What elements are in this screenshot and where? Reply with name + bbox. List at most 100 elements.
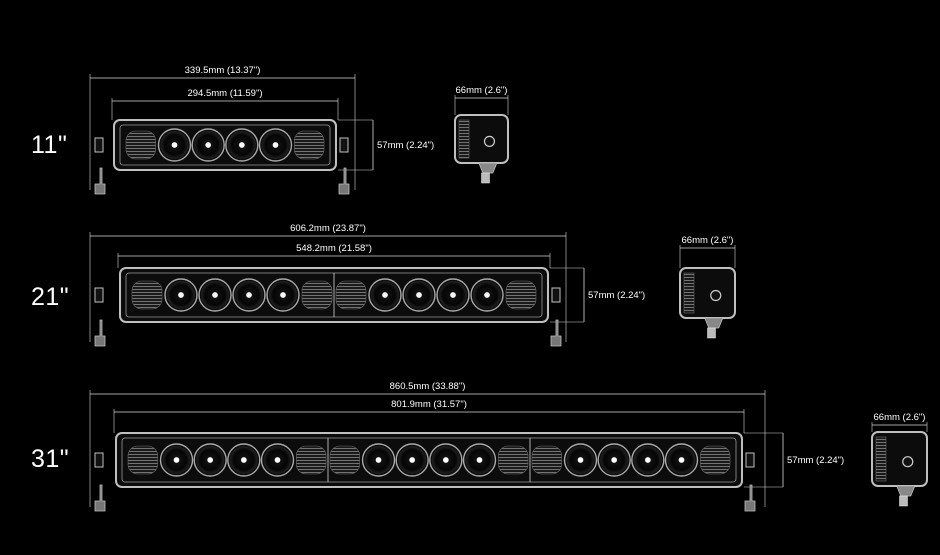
light-bar-row-3: 860.5mm (33.88")801.9mm (31.57")57mm (2.… <box>89 381 928 512</box>
overall-length-label: 606.2mm (23.87") <box>290 223 366 234</box>
led-lens <box>473 281 501 309</box>
mount-bracket-right <box>338 167 350 195</box>
lens-ring <box>563 443 598 477</box>
reflector-panel <box>127 445 158 475</box>
led-lens <box>405 281 433 309</box>
led-lens <box>633 446 662 474</box>
led-lens <box>398 446 427 474</box>
lens-ring <box>266 278 300 312</box>
side-view-mount-bolt <box>481 172 490 184</box>
lens-ring <box>164 278 198 312</box>
lens-ring <box>198 278 232 312</box>
lens-ring <box>193 443 227 477</box>
led-lens <box>229 446 258 474</box>
side-view-bolt <box>902 456 914 468</box>
led-lens <box>667 446 696 474</box>
lens-ring <box>402 278 436 312</box>
reflector-panel <box>531 445 562 475</box>
mount-bracket-left <box>94 484 106 512</box>
lens-ring <box>232 278 266 312</box>
reflector-panel <box>296 445 327 475</box>
size-label-11: 11" <box>31 131 68 159</box>
mount-bracket-left <box>94 167 106 195</box>
size-label-21: 21" <box>31 283 70 311</box>
reflector-panel <box>125 130 156 160</box>
led-lens <box>371 281 399 309</box>
depth-label: 66mm (2.6") <box>682 235 734 246</box>
side-view-mount <box>704 317 724 329</box>
led-lens <box>600 446 629 474</box>
led-lens <box>201 281 229 309</box>
light-bar-housing <box>115 432 743 488</box>
mount-bracket-left <box>94 319 106 347</box>
light-bar-row-1: 339.5mm (13.37")294.5mm (11.59")57mm (2.… <box>89 65 509 195</box>
side-view-fins <box>683 272 695 314</box>
end-cap-left <box>94 452 104 468</box>
end-cap-left <box>94 287 104 303</box>
side-view-mount <box>896 485 916 497</box>
lens-ring <box>157 128 192 162</box>
light-bar-lens-frame <box>121 437 737 483</box>
lens-ring <box>395 443 429 477</box>
reflector-panel <box>335 280 367 310</box>
lens-ring <box>260 443 295 477</box>
side-view-mount-bolt <box>707 327 716 339</box>
lens-ring <box>361 443 396 477</box>
lens-ring <box>227 443 261 477</box>
lens-ring <box>191 128 225 162</box>
side-view-bolt <box>710 289 722 302</box>
end-cap-left <box>94 137 104 153</box>
height-label: 57mm (2.24") <box>588 290 645 301</box>
size-label-31: 31" <box>31 445 70 473</box>
overall-length-label: 860.5mm (33.88") <box>390 381 466 392</box>
overall-length-label: 339.5mm (13.37") <box>185 65 261 76</box>
reflector-panel <box>498 445 529 475</box>
body-length-label: 294.5mm (11.59") <box>187 88 262 99</box>
light-bar-lens-frame <box>119 124 331 166</box>
lens-ring <box>368 278 402 312</box>
lens-ring <box>470 278 504 312</box>
lens-ring <box>597 443 631 477</box>
side-view-mount <box>478 162 498 174</box>
mount-bracket-right <box>550 319 562 347</box>
depth-label: 66mm (2.6") <box>874 412 926 423</box>
led-lens <box>227 131 256 159</box>
depth-label: 66mm (2.6") <box>456 85 508 96</box>
light-bar-row-2: 606.2mm (23.87") 548.2mm (21.58") 57mm (2.… <box>89 223 736 347</box>
led-lens <box>194 131 223 159</box>
reflector-panel <box>294 130 325 160</box>
lens-ring <box>664 443 699 477</box>
body-length-label: 801.9mm (31.57") <box>391 399 467 410</box>
led-lens <box>196 446 225 474</box>
reflector-panel <box>131 280 163 310</box>
led-lens <box>465 446 494 474</box>
led-lens <box>263 446 292 474</box>
reflector-panel <box>301 280 333 310</box>
led-lens <box>364 446 393 474</box>
end-cap-right <box>551 287 561 303</box>
end-cap-right <box>745 452 755 468</box>
reflector-panel <box>700 445 731 475</box>
mount-bracket-right <box>744 484 756 512</box>
lens-ring <box>225 128 259 162</box>
side-view-fins <box>875 436 887 482</box>
end-cap-right <box>339 137 349 153</box>
led-lens <box>167 281 195 309</box>
led-lens <box>162 446 191 474</box>
body-length-label: 548.2mm (21.58") <box>296 243 372 254</box>
led-lens <box>566 446 595 474</box>
led-lens <box>431 446 460 474</box>
side-view-fins <box>458 119 470 159</box>
led-lens <box>160 131 189 159</box>
reflector-panel <box>329 445 360 475</box>
lens-ring <box>436 278 470 312</box>
reflector-panel <box>505 280 537 310</box>
led-lens <box>439 281 467 309</box>
lens-ring <box>159 443 194 477</box>
led-lens <box>261 131 290 159</box>
lens-ring <box>462 443 497 477</box>
lens-ring <box>631 443 665 477</box>
side-view-bolt <box>483 135 496 147</box>
